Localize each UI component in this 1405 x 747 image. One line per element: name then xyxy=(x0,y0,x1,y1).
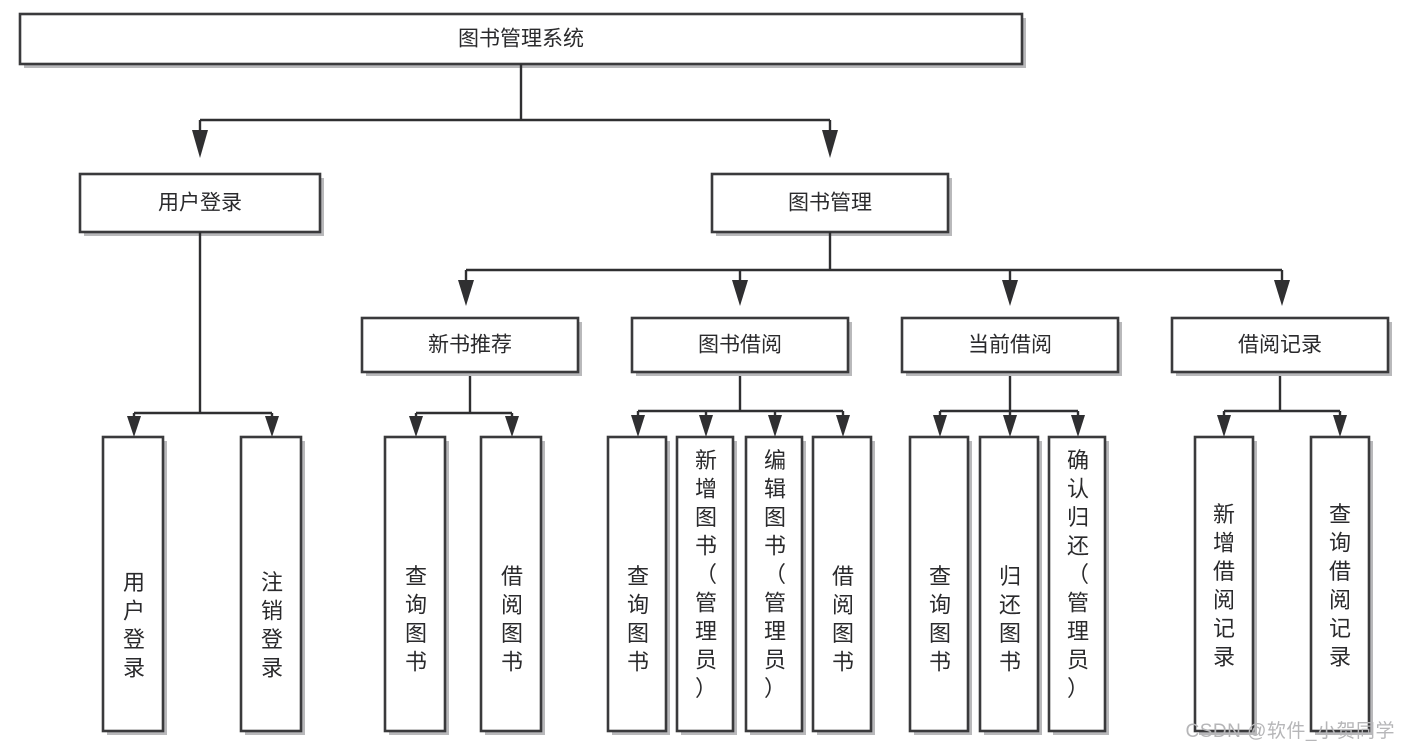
leaf-node-borrow-book-2[interactable]: 借阅图书 xyxy=(811,435,875,735)
leaf-query-book-1-label: 查询图书 xyxy=(405,564,427,675)
leaf-add-book-label: 新增图书（管理员） xyxy=(695,448,717,701)
leaf-node-confirm-return[interactable]: 确认归还（管理员） xyxy=(1047,435,1109,735)
leaf-node-return-book[interactable]: 归还图书 xyxy=(978,435,1042,735)
node-user-login[interactable]: 用户登录 xyxy=(78,172,324,236)
leaf-edit-book-box xyxy=(744,435,804,733)
leaf-node-add-book[interactable]: 新增图书（管理员） xyxy=(675,435,737,735)
user-login-box xyxy=(78,172,322,234)
leaf-node-add-record[interactable]: 新增借阅记录 xyxy=(1193,435,1257,735)
arrow-bookborrow-leaf-3 xyxy=(768,415,782,437)
leaf-add-record-label: 新增借阅记录 xyxy=(1213,502,1235,670)
arrow-currentborrow-leaf-3 xyxy=(1071,415,1085,437)
leaf-edit-book-label: 编辑图书（管理员） xyxy=(764,448,786,701)
leaf-query-book-3-box xyxy=(908,435,970,733)
leaf-query-record-box xyxy=(1309,435,1371,733)
leaf-confirm-return-box xyxy=(1047,435,1107,733)
leaf-query-book-2-box xyxy=(606,435,668,733)
leaf-node-query-book-1[interactable]: 查询图书 xyxy=(383,435,449,735)
csdn-watermark: CSDN @软件_小贺同学 xyxy=(1185,721,1395,742)
arrow-bookmgmt-child-1 xyxy=(458,280,474,306)
leaf-borrow-book-1-box xyxy=(479,435,543,733)
leaf-query-book-3-label: 查询图书 xyxy=(929,564,951,675)
arrow-root-to-bookmgmt xyxy=(822,130,838,158)
leaf-return-book-box xyxy=(978,435,1040,733)
leaf-node-user-login[interactable]: 用户登录 xyxy=(101,435,167,735)
leaf-query-record-label: 查询借阅记录 xyxy=(1329,502,1351,670)
new-book-recommend-box xyxy=(360,316,580,374)
arrow-login-leaf-1 xyxy=(127,416,141,437)
leaf-node-edit-book[interactable]: 编辑图书（管理员） xyxy=(744,435,806,735)
leaf-return-book-label: 归还图书 xyxy=(999,564,1021,675)
arrow-bookborrow-leaf-2 xyxy=(699,415,713,437)
leaf-query-book-1-box xyxy=(383,435,447,733)
arrow-bookborrow-leaf-4 xyxy=(836,415,850,437)
borrow-record-label: 借阅记录 xyxy=(1238,334,1322,357)
arrow-root-to-login xyxy=(192,130,208,158)
node-current-borrow[interactable]: 当前借阅 xyxy=(900,316,1122,376)
leaf-node-user-logout[interactable]: 注销登录 xyxy=(239,435,305,735)
user-login-label: 用户登录 xyxy=(158,192,242,215)
leaf-user-logout-label: 注销登录 xyxy=(261,570,283,681)
arrow-bookmgmt-child-3 xyxy=(1002,280,1018,306)
leaf-borrow-book-2-label: 借阅图书 xyxy=(832,564,854,675)
new-book-recommend-label: 新书推荐 xyxy=(428,334,512,357)
leaf-node-query-book-2[interactable]: 查询图书 xyxy=(606,435,670,735)
book-management-label: 图书管理 xyxy=(788,192,872,215)
current-borrow-box xyxy=(900,316,1120,374)
book-borrow-box xyxy=(630,316,850,374)
node-borrow-record[interactable]: 借阅记录 xyxy=(1170,316,1392,376)
arrow-newbook-leaf-2 xyxy=(505,416,519,437)
leaf-user-logout-box xyxy=(239,435,303,733)
arrow-bookborrow-leaf-1 xyxy=(631,415,645,437)
borrow-record-box xyxy=(1170,316,1390,374)
arrow-bookmgmt-child-4 xyxy=(1274,280,1290,306)
node-book-borrow[interactable]: 图书借阅 xyxy=(630,316,852,376)
leaf-node-query-book-3[interactable]: 查询图书 xyxy=(908,435,972,735)
current-borrow-label: 当前借阅 xyxy=(968,334,1052,357)
node-new-book-recommend[interactable]: 新书推荐 xyxy=(360,316,582,376)
leaf-user-login-box xyxy=(101,435,165,733)
leaf-add-record-box xyxy=(1193,435,1255,733)
root-label: 图书管理系统 xyxy=(458,28,584,51)
arrow-borrowrecord-leaf-1 xyxy=(1217,415,1231,437)
arrow-currentborrow-leaf-1 xyxy=(933,415,947,437)
node-root[interactable]: 图书管理系统 xyxy=(18,12,1026,68)
book-borrow-label: 图书借阅 xyxy=(698,334,782,357)
arrow-currentborrow-leaf-2 xyxy=(1003,415,1017,437)
arrow-bookmgmt-child-2 xyxy=(732,280,748,306)
leaf-node-query-record[interactable]: 查询借阅记录 xyxy=(1309,435,1373,735)
arrow-login-leaf-2 xyxy=(265,416,279,437)
leaf-borrow-book-2-box xyxy=(811,435,873,733)
leaf-add-book-box xyxy=(675,435,735,733)
leaf-user-login-label: 用户登录 xyxy=(123,570,145,681)
book-management-box xyxy=(710,172,950,234)
leaf-confirm-return-label: 确认归还（管理员） xyxy=(1067,448,1089,701)
root-box xyxy=(18,12,1024,66)
arrow-newbook-leaf-1 xyxy=(409,416,423,437)
leaf-node-borrow-book-1[interactable]: 借阅图书 xyxy=(479,435,545,735)
node-book-management[interactable]: 图书管理 xyxy=(710,172,952,236)
leaf-query-book-2-label: 查询图书 xyxy=(627,564,649,675)
leaf-borrow-book-1-label: 借阅图书 xyxy=(501,564,523,675)
arrow-borrowrecord-leaf-2 xyxy=(1333,415,1347,437)
